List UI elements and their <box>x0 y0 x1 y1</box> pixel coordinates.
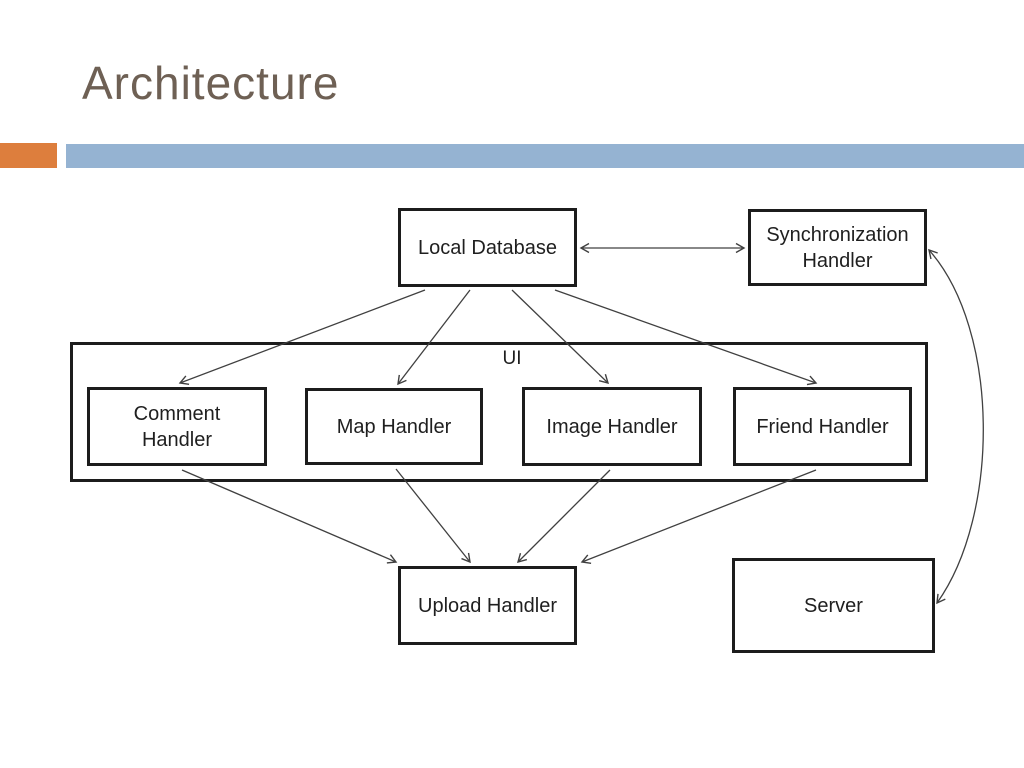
node-label: Map Handler <box>336 415 452 438</box>
node-server: Server <box>732 558 935 653</box>
accent-bar-blue <box>66 144 1024 168</box>
node-label: Image Handler <box>546 415 678 438</box>
ui-group-label: UI <box>502 348 522 369</box>
node-label: Upload Handler <box>418 594 557 617</box>
edge-friendhandler-uploadhandler <box>580 469 817 564</box>
node-local-database: Local Database <box>398 208 577 287</box>
accent-bar-orange <box>0 143 57 168</box>
edge-imagehandler-uploadhandler <box>516 469 611 564</box>
node-comment-handler: Comment Handler <box>87 387 267 466</box>
node-label: Local Database <box>418 236 557 259</box>
edge-commenthandler-uploadhandler <box>181 469 398 564</box>
node-label: Synchronization Handler <box>766 223 909 272</box>
node-image-handler: Image Handler <box>522 387 702 466</box>
node-label: Server <box>804 594 863 617</box>
node-label: Friend Handler <box>756 415 889 438</box>
page-title: Architecture <box>82 57 340 109</box>
edge-synchandler-server-curve <box>928 248 984 605</box>
node-map-handler: Map Handler <box>305 388 483 465</box>
node-label: Comment Handler <box>133 402 221 451</box>
node-synchronization-handler: Synchronization Handler <box>748 209 927 286</box>
edge-maphandler-uploadhandler <box>395 468 471 564</box>
node-friend-handler: Friend Handler <box>733 387 912 466</box>
node-upload-handler: Upload Handler <box>398 566 577 645</box>
